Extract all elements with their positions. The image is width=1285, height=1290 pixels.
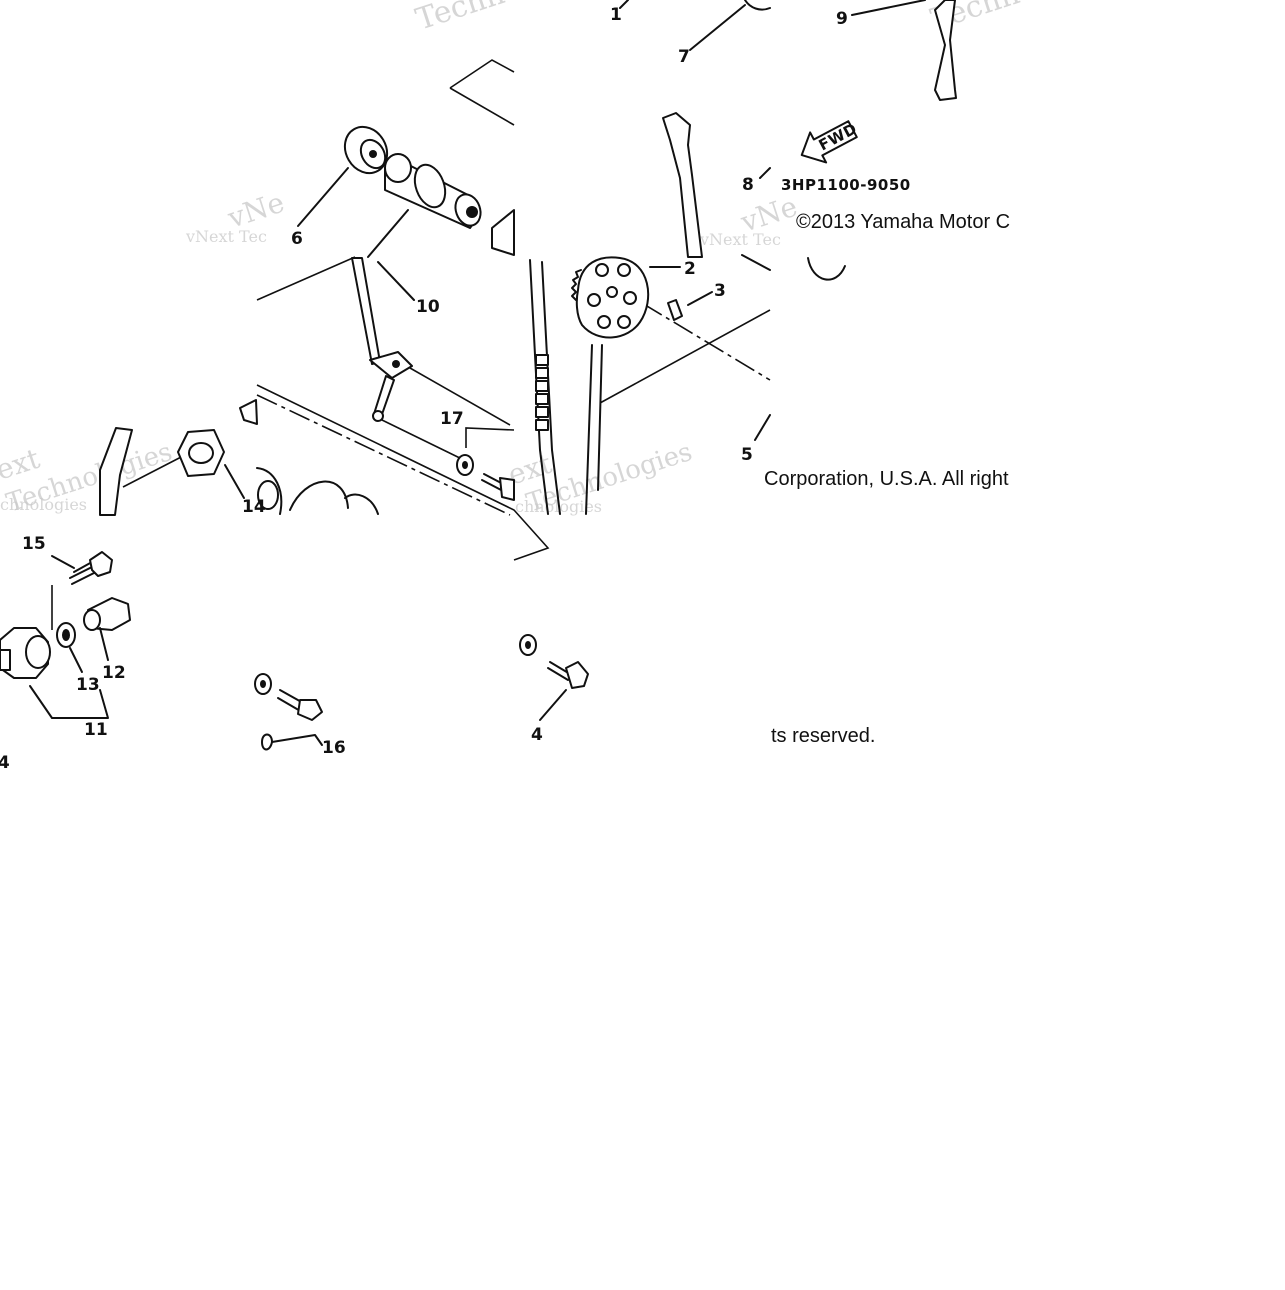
callout-15: 15 (22, 534, 46, 554)
tensioner-assembly (0, 551, 131, 719)
watermark-text: vNext Tec (699, 230, 781, 249)
blank-tile-region (0, 771, 1028, 1285)
callout-6: 6 (291, 229, 303, 249)
chain-guide-part-8 (662, 112, 771, 271)
copyright-fragment-3: ts reserved. (771, 725, 875, 747)
copyright-fragment-2: Corporation, U.S.A. All right (764, 468, 1009, 490)
bolt-part-4 (519, 634, 589, 721)
blank-tile-region (1028, 0, 1285, 1285)
callout-8: 8 (742, 175, 754, 195)
cam-sprocket-part-2 (571, 256, 681, 339)
chain-guide-part-10 (351, 257, 511, 463)
center-lines (51, 59, 771, 630)
callout-16: 16 (322, 738, 346, 758)
bearing-part-6 (297, 125, 389, 227)
callout-17: 17 (440, 409, 464, 429)
callout-12: 12 (102, 663, 126, 683)
bolt-part-16 (254, 673, 323, 751)
top-parts-1-7 (619, 0, 771, 51)
callout-9: 9 (836, 9, 848, 29)
callout-14: 14 (0, 753, 10, 773)
callout-13: 13 (76, 675, 100, 695)
copyright-notice: ©2013 Yamaha Motor C Corporation, U.S.A.… (764, 211, 1010, 747)
callout-4: 4 (531, 725, 543, 745)
watermark-layer: Techno Techno vNext Tec vNext Tec vNe vN… (0, 0, 1041, 519)
forward-arrow: FWD (800, 119, 860, 164)
timing-chain (529, 259, 603, 515)
watermark-text: vNext Tec (185, 227, 267, 246)
forward-arrow-label: FWD (816, 119, 860, 154)
washer-bolt-part-17 (456, 427, 515, 501)
callout-10: 10 (416, 297, 440, 317)
callout-3: 3 (714, 281, 726, 301)
callout-11: 11 (84, 720, 108, 740)
watermark-text: vNe (223, 186, 288, 235)
right-middle-parts (754, 257, 846, 441)
copyright-fragment-1: ©2013 Yamaha Motor C (796, 211, 1010, 233)
watermark-text: vNe (736, 190, 801, 239)
watermark-text: Techno (412, 0, 526, 38)
sprocket-cover-parts (256, 467, 379, 515)
callout-1: 1 (610, 5, 622, 25)
callout-2: 2 (684, 259, 696, 279)
chain-guide-part-9 (851, 0, 957, 101)
callout-labels: 1 2 3 4 5 6 7 8 9 10 11 12 13 14 14 15 1… (0, 5, 848, 773)
camshaft (367, 153, 515, 258)
callout-5: 5 (741, 445, 753, 465)
callout-7: 7 (678, 47, 690, 67)
watermark-text: chnologies (0, 495, 87, 514)
chain-guide-left (99, 399, 258, 516)
callout-14-upper: 14 (242, 497, 266, 517)
drawing-code: 3HP1100-9050 (781, 176, 911, 194)
dowel-pin-part-3 (667, 291, 713, 321)
